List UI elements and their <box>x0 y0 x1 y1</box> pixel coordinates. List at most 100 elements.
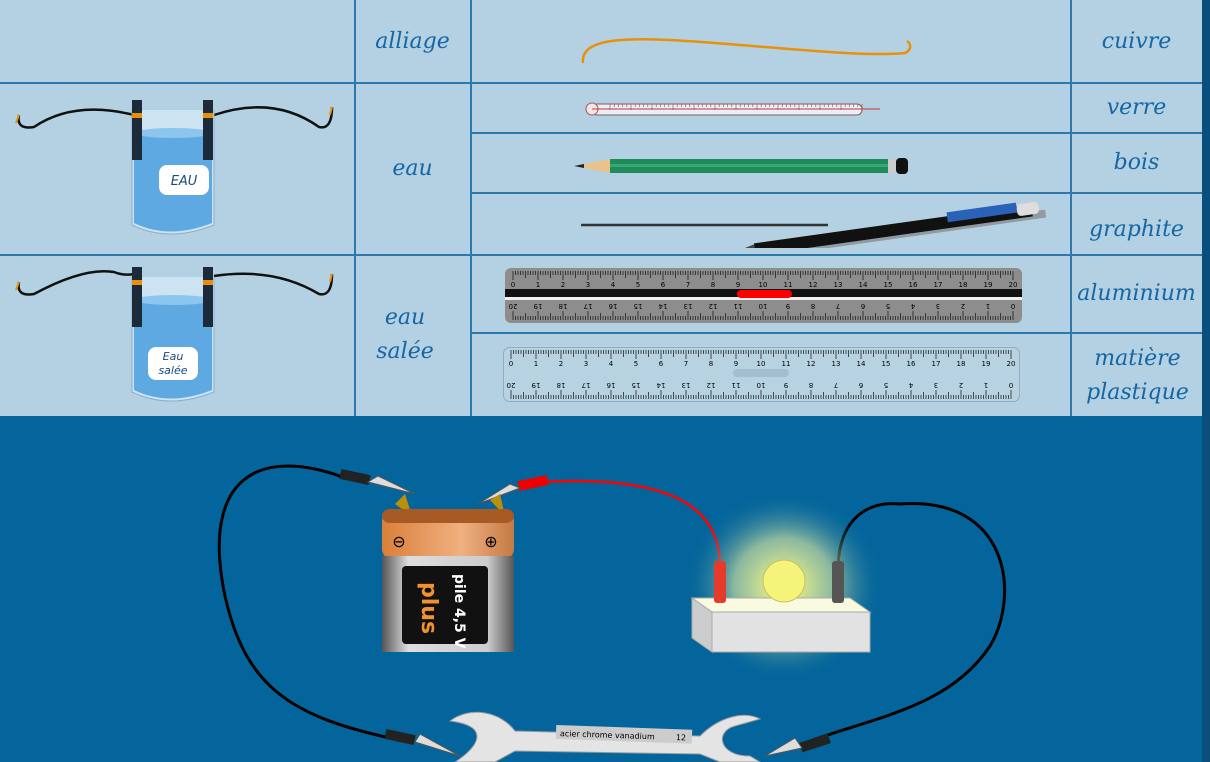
material-label-cuivre: cuivre <box>1101 28 1172 54</box>
ruler-number: 3 <box>586 281 590 289</box>
material-label-aluminium: aluminium <box>1077 281 1196 306</box>
ruler-number-inverted: 4 <box>908 381 913 389</box>
beaker-label-line1: Eau <box>163 350 184 363</box>
ruler-number: 7 <box>684 360 688 368</box>
ruler-number: 10 <box>759 281 768 289</box>
ruler-number-inverted: 6 <box>860 302 865 310</box>
ruler-number-inverted: 20 <box>507 381 516 389</box>
divider <box>354 0 356 416</box>
ruler-number: 17 <box>934 281 943 289</box>
ruler-number-inverted: 14 <box>656 381 665 389</box>
ruler-number-inverted: 2 <box>961 302 965 310</box>
ruler-number-inverted: 3 <box>934 381 938 389</box>
ruler-number-inverted: 15 <box>634 302 643 310</box>
ruler-number-inverted: 15 <box>632 381 641 389</box>
ruler-number-inverted: 9 <box>784 381 788 389</box>
beaker-water[interactable]: EAU <box>14 95 339 245</box>
wrench-text: acier chrome vanadium <box>560 729 655 741</box>
ruler-number-inverted: 7 <box>834 381 838 389</box>
ruler-number-inverted: 9 <box>786 302 790 310</box>
ruler-number: 7 <box>686 281 690 289</box>
ruler-number: 13 <box>832 360 841 368</box>
wood-pencil[interactable] <box>570 155 910 177</box>
graphite-pencil[interactable] <box>578 198 1063 248</box>
ruler-number: 18 <box>957 360 966 368</box>
ruler-number-inverted: 0 <box>1009 381 1013 389</box>
ruler-number-inverted: 6 <box>858 381 863 389</box>
ruler-number: 6 <box>661 281 666 289</box>
ruler-number-inverted: 4 <box>910 302 915 310</box>
ruler-number-inverted: 19 <box>532 381 541 389</box>
ruler-number-inverted: 7 <box>836 302 840 310</box>
ruler-number-inverted: 10 <box>759 302 768 310</box>
ruler-number-inverted: 3 <box>936 302 940 310</box>
steel-wrench[interactable]: acier chrome vanadium 12 <box>448 711 762 762</box>
clip-bottom-left[interactable] <box>384 728 461 757</box>
ruler-number: 10 <box>757 360 766 368</box>
materials-table: alliage eau eau salée cuivre verre bois … <box>0 0 1202 416</box>
ruler-number: 17 <box>932 360 941 368</box>
circuit-bench: ⊖ ⊕ pile 4,5 V plus acier chrome vanadiu… <box>217 464 1007 762</box>
ruler-number-inverted: 0 <box>1011 302 1015 310</box>
ruler-number: 13 <box>834 281 843 289</box>
ruler-number: 0 <box>509 360 513 368</box>
ruler-number: 3 <box>584 360 588 368</box>
ruler-number-inverted: 1 <box>986 302 990 310</box>
divider <box>470 0 472 416</box>
ruler-number: 0 <box>511 281 515 289</box>
ruler-number-inverted: 11 <box>732 381 741 389</box>
divider <box>0 254 1202 256</box>
ruler-number: 20 <box>1007 360 1016 368</box>
ruler-number-inverted: 18 <box>557 381 566 389</box>
clip-red[interactable] <box>477 474 549 505</box>
ruler-number: 12 <box>809 281 818 289</box>
ruler-number-inverted: 12 <box>709 302 718 310</box>
ruler-number-inverted: 10 <box>757 381 766 389</box>
aluminium-ruler[interactable]: 0011223344556677889910101111121213131414… <box>505 268 1022 324</box>
ruler-number-inverted: 1 <box>984 381 988 389</box>
divider <box>470 332 1202 334</box>
ruler-number-inverted: 19 <box>534 302 543 310</box>
ruler-number-inverted: 18 <box>559 302 568 310</box>
plastic-ruler[interactable]: 0011223344556677889910101111121213131414… <box>503 347 1020 403</box>
ruler-number-inverted: 8 <box>809 381 813 389</box>
wrench-size: 12 <box>676 733 686 742</box>
material-label-bois: bois <box>1113 150 1160 175</box>
ruler-number: 14 <box>857 360 866 368</box>
ruler-number: 9 <box>736 281 740 289</box>
divider <box>470 132 1202 134</box>
material-label-plastique: matière plastique <box>1086 346 1189 405</box>
ruler-number: 6 <box>659 360 664 368</box>
ruler-number-inverted: 2 <box>959 381 963 389</box>
black-wire-right[interactable] <box>809 502 1007 743</box>
ruler-number: 5 <box>636 281 640 289</box>
ruler-number: 2 <box>559 360 563 368</box>
clip-left[interactable] <box>339 468 416 495</box>
divider <box>470 192 1202 194</box>
ruler-number: 15 <box>882 360 891 368</box>
liquid-eau-salee: eau salée <box>376 305 434 364</box>
ruler-number: 4 <box>609 360 614 368</box>
ruler-number-inverted: 16 <box>606 381 615 389</box>
clip-bottom-right[interactable] <box>764 733 831 757</box>
lamp-base[interactable] <box>690 559 872 653</box>
glass-thermometer[interactable] <box>580 97 900 123</box>
ruler-number: 9 <box>734 360 738 368</box>
ruler-number-inverted: 20 <box>509 302 518 310</box>
battery[interactable]: ⊖ ⊕ pile 4,5 V plus <box>382 494 514 652</box>
ruler-number-inverted: 14 <box>658 302 667 310</box>
ruler-number-inverted: 8 <box>811 302 815 310</box>
right-edge <box>1202 0 1210 762</box>
liquid-alliage: alliage <box>375 28 450 54</box>
copper-wire[interactable] <box>575 25 915 70</box>
ruler-number: 18 <box>959 281 968 289</box>
ruler-number: 1 <box>534 360 538 368</box>
ruler-number-inverted: 13 <box>684 302 693 310</box>
liquid-eau: eau <box>392 156 433 181</box>
ruler-number-inverted: 17 <box>584 302 593 310</box>
ruler-number-inverted: 12 <box>707 381 716 389</box>
beaker-salt-water[interactable]: Eau salée <box>14 262 339 412</box>
beaker-label-line2: salée <box>158 364 187 377</box>
black-wire-left[interactable] <box>217 464 391 740</box>
battery-brand: plus <box>416 582 441 634</box>
